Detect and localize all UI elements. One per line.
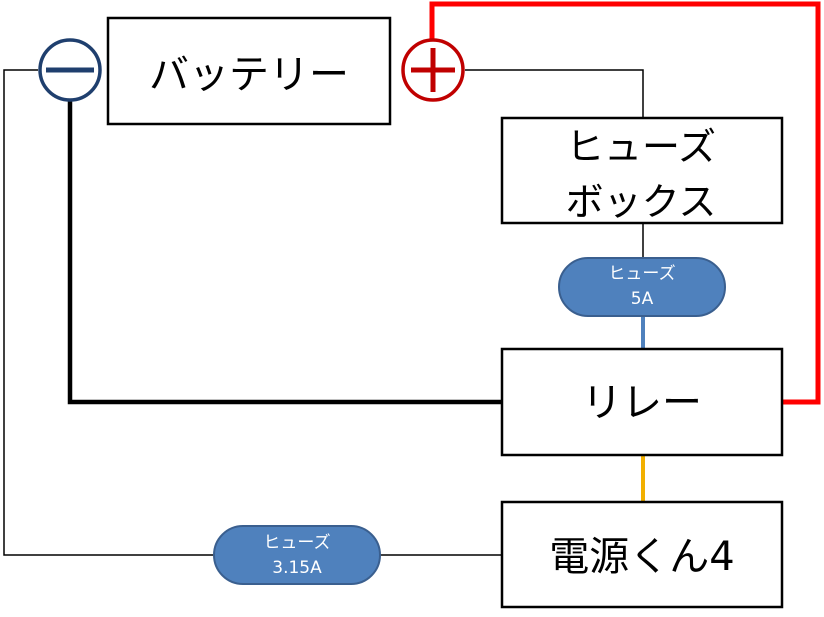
power-unit-box — [500, 500, 784, 609]
fuse-5a-label-line1: ヒューズ — [608, 264, 675, 284]
fuse-box-label-line2: ボックス — [566, 180, 717, 224]
relay-box — [500, 347, 784, 457]
fuse-box-label-line1: ヒューズ — [566, 125, 716, 169]
fuse-5a-label-line2: 5A — [631, 289, 654, 309]
fuse-5a — [558, 257, 726, 317]
power-unit-label: 電源くん4 — [549, 534, 734, 580]
relay-label: リレー — [582, 380, 702, 426]
fuse-315a-label-line1: ヒューズ — [263, 533, 330, 553]
fuse-box — [500, 116, 784, 225]
fuse-315a-label-line2: 3.15A — [272, 558, 322, 578]
negative-to-relay-wire — [67, 100, 502, 405]
positive-to-relay-red-wire — [429, 1, 821, 405]
positive-terminal-icon — [401, 38, 465, 102]
negative-terminal-icon — [38, 38, 102, 102]
fuse-315a — [213, 525, 381, 585]
battery-box — [106, 16, 392, 126]
positive-to-fusebox-wire — [465, 69, 644, 118]
negative-ground-wire — [3, 69, 214, 556]
battery-label: バッテリー — [149, 52, 349, 98]
